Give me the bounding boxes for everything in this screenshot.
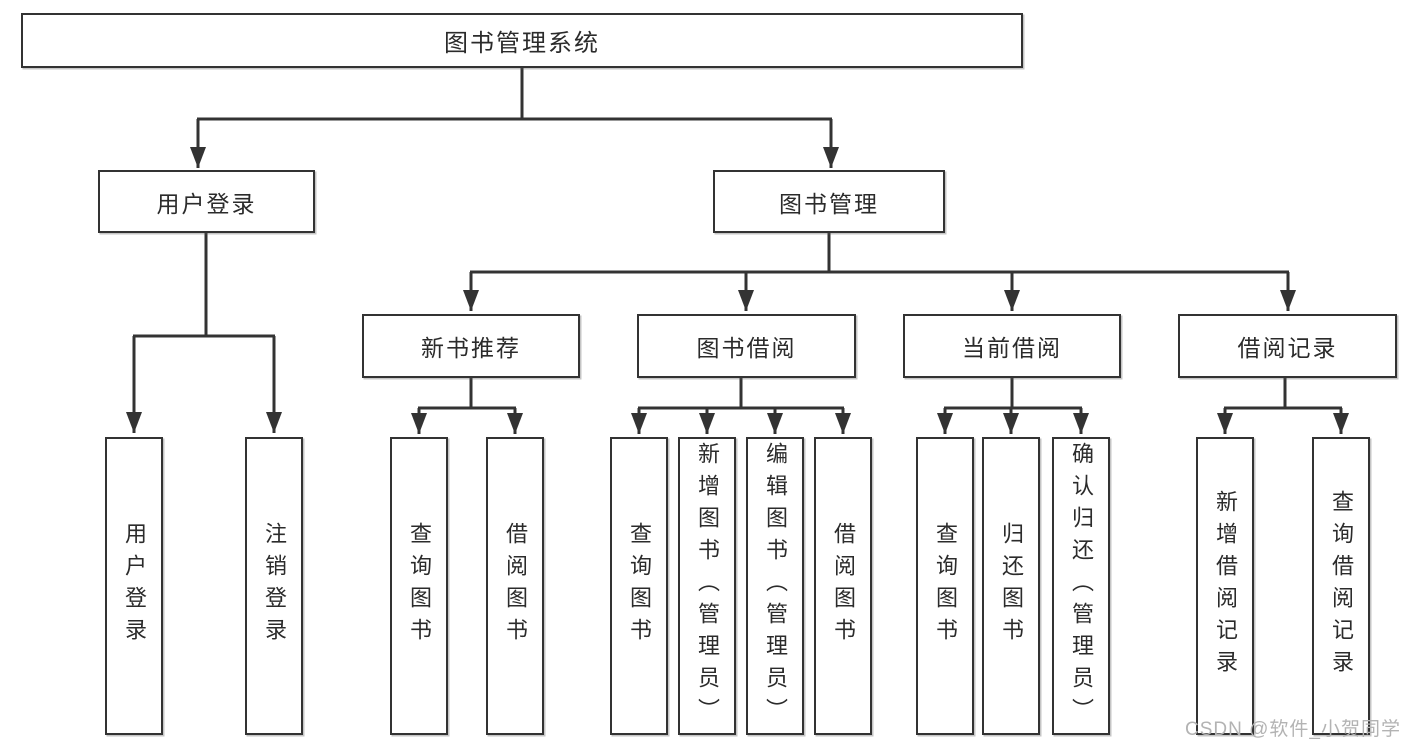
leaf-label: 归还图书 <box>999 522 1024 650</box>
leaf-query-books-1: 查询图书 <box>390 437 448 735</box>
node-book-management: 图书管理 <box>713 170 945 233</box>
leaf-label: 新增借阅记录 <box>1213 490 1238 682</box>
node-label: 新书推荐 <box>421 335 521 361</box>
leaf-query-books-2: 查询图书 <box>610 437 668 735</box>
node-label: 借阅记录 <box>1237 335 1338 361</box>
leaf-label: 查询图书 <box>407 522 432 650</box>
leaf-return-book: 归还图书 <box>982 437 1040 735</box>
watermark: CSDN @软件_小贺同学 <box>1185 719 1401 740</box>
leaf-confirm-return-admin: 确认归还（管理员） <box>1052 437 1110 735</box>
leaf-borrow-books-2: 借阅图书 <box>814 437 872 735</box>
leaf-label: 查询图书 <box>627 522 652 650</box>
leaf-label: 新增图书（管理员） <box>695 442 720 730</box>
leaf-label: 编辑图书（管理员） <box>763 442 788 730</box>
leaf-label: 注销登录 <box>262 522 287 650</box>
node-label: 用户登录 <box>156 190 257 217</box>
node-label: 图书借阅 <box>696 335 797 361</box>
node-library-management-system: 图书管理系统 <box>21 13 1023 68</box>
node-book-borrow: 图书借阅 <box>637 314 856 378</box>
leaf-label: 查询借阅记录 <box>1329 490 1354 682</box>
leaf-add-borrow-record: 新增借阅记录 <box>1196 437 1254 735</box>
node-current-borrow: 当前借阅 <box>903 314 1121 378</box>
leaf-label: 查询图书 <box>933 522 958 650</box>
leaf-label: 借阅图书 <box>503 522 528 650</box>
node-new-book-recommend: 新书推荐 <box>362 314 580 378</box>
node-label: 图书管理 <box>779 190 879 217</box>
leaf-user-login: 用户登录 <box>105 437 163 735</box>
leaf-logout: 注销登录 <box>245 437 303 735</box>
leaf-borrow-books-1: 借阅图书 <box>486 437 544 735</box>
node-borrow-records: 借阅记录 <box>1178 314 1397 378</box>
leaf-query-borrow-record: 查询借阅记录 <box>1312 437 1370 735</box>
node-label: 当前借阅 <box>962 335 1062 361</box>
node-user-login: 用户登录 <box>98 170 315 233</box>
leaf-add-book-admin: 新增图书（管理员） <box>678 437 736 735</box>
leaf-edit-book-admin: 编辑图书（管理员） <box>746 437 804 735</box>
leaf-label: 借阅图书 <box>831 522 856 650</box>
node-label: 图书管理系统 <box>444 30 600 57</box>
leaf-query-books-3: 查询图书 <box>916 437 974 735</box>
leaf-label: 确认归还（管理员） <box>1069 442 1094 730</box>
leaf-label: 用户登录 <box>122 522 147 650</box>
